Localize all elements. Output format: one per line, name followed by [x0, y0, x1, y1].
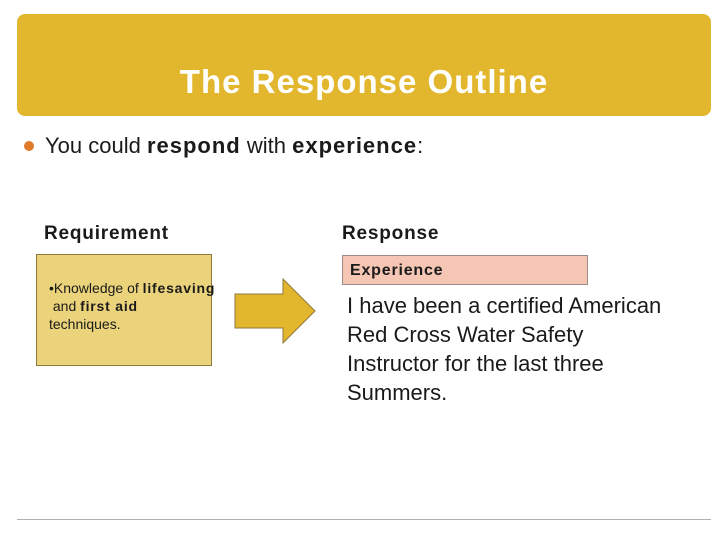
bullet-middle: with [240, 133, 293, 158]
circle-bullet-icon [24, 141, 34, 151]
requirement-bold-lifesaving: lifesaving [142, 280, 216, 296]
requirement-bold-first-aid: first aid [80, 298, 138, 314]
bullet-prefix: You could [45, 133, 147, 158]
bullet-line: You could respond with experience: [24, 131, 423, 161]
requirement-tail: techniques. [49, 316, 121, 332]
bullet-bold-respond: respond [146, 133, 241, 158]
bullet-bold-experience: experience [292, 133, 418, 158]
experience-box: Experience [342, 255, 588, 285]
requirement-box: •Knowledge of lifesaving and first aid t… [36, 254, 214, 366]
bullet-suffix: : [417, 133, 424, 158]
slide-title: The Response Outline [179, 63, 549, 100]
requirement-mid: and [49, 298, 81, 314]
right-arrow-icon [234, 278, 316, 344]
response-heading: Response [342, 223, 440, 244]
title-bar: The Response Outline [17, 14, 711, 116]
response-text: I have been a certified American Red Cro… [347, 293, 662, 405]
requirement-heading: Requirement [44, 223, 169, 244]
bottom-divider [17, 519, 711, 520]
requirement-lead: •Knowledge of [49, 280, 143, 296]
